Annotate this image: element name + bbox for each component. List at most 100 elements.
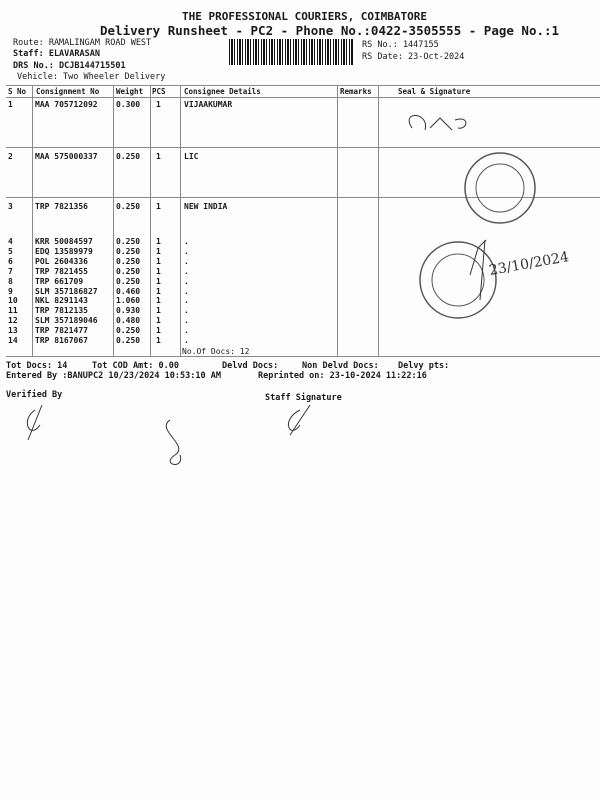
column-divider — [32, 85, 33, 356]
row-pcs: 1 — [156, 237, 161, 246]
row-consignee: . — [184, 256, 189, 266]
signature-row-3 — [469, 239, 487, 301]
row-consignment-no: TRP 8167067 — [35, 336, 88, 345]
row-sno: 1 — [8, 100, 13, 109]
row-sno: 8 — [8, 276, 13, 286]
verified-by-label: Verified By — [6, 390, 63, 400]
row-sno: 2 — [8, 152, 13, 161]
rs-date: RS Date: 23-Oct-2024 — [362, 52, 465, 62]
row-consignment-no: SLM 357189046 — [35, 316, 98, 326]
reprinted-on: Reprinted on: 23-10-2024 11:22:16 — [258, 371, 427, 381]
delivered-docs: Delvd Docs: — [222, 361, 279, 371]
staff-signature — [288, 404, 311, 436]
row-weight: 0.480 — [116, 316, 141, 326]
no-of-docs: No.Of Docs: 12 — [182, 347, 250, 356]
column-divider — [180, 85, 181, 356]
row-weight: 0.250 — [116, 336, 141, 345]
row-weight: 0.460 — [116, 286, 141, 296]
row-consignment-no: NKL 8291143 — [35, 296, 88, 306]
vehicle: Vehicle: Two Wheeler Delivery — [17, 72, 166, 82]
handwritten-date: 23/10/2024 — [488, 249, 570, 279]
column-divider — [337, 85, 338, 356]
column-header: S No — [8, 87, 27, 96]
row-consignee: . — [184, 276, 189, 286]
row-weight: 0.930 — [116, 306, 141, 316]
staff-signature-label: Staff Signature — [265, 393, 342, 403]
row-consignee: . — [184, 296, 189, 306]
row-sno: 6 — [8, 256, 13, 266]
row-consignment-no: MAA 575000337 — [35, 152, 98, 161]
row-weight: 0.250 — [116, 202, 141, 211]
row-sno: 13 — [8, 326, 18, 336]
row-weight: 0.250 — [116, 276, 141, 286]
column-divider — [150, 85, 151, 356]
row-consignment-no: SLM 357186827 — [35, 286, 98, 296]
row-weight: 1.060 — [116, 296, 141, 306]
row-consignment-no: TRP 661709 — [35, 276, 84, 286]
table-rule — [6, 147, 600, 148]
row-sno: 12 — [8, 316, 18, 326]
barcode — [229, 39, 353, 65]
table-rule — [6, 356, 600, 357]
column-header: PCS — [152, 87, 166, 96]
row-pcs: 1 — [156, 256, 161, 266]
row-consignment-no: EDQ 13589979 — [35, 246, 93, 256]
row-sno: 7 — [8, 266, 13, 276]
row-consignment-no: KRR 50084597 — [35, 237, 93, 246]
row-consignee: . — [184, 246, 189, 256]
signature-scribble — [165, 419, 182, 465]
column-header: Consignment No — [36, 87, 100, 96]
row-pcs: 1 — [156, 266, 161, 276]
column-header: Remarks — [340, 87, 372, 96]
row-consignment-no: POL 2604336 — [35, 256, 88, 266]
row-consignee: . — [184, 316, 189, 326]
row-sno: 3 — [8, 202, 13, 211]
company-name: THE PROFESSIONAL COURIERS, COIMBATORE — [182, 10, 428, 23]
row-consignment-no: TRP 7821455 — [35, 266, 88, 276]
rs-number: RS No.: 1447155 — [362, 40, 439, 50]
row-consignee: . — [184, 306, 189, 316]
non-delivered-docs: Non Delvd Docs: — [302, 361, 379, 371]
row-pcs: 1 — [156, 202, 161, 211]
row-consignee: . — [184, 266, 189, 276]
row-consignment-no: TRP 7821356 — [35, 202, 88, 211]
entered-by: Entered By :BANUPC2 10/23/2024 10:53:10 … — [6, 371, 221, 381]
row-weight: 0.250 — [116, 237, 141, 246]
total-docs: Tot Docs: 14 — [6, 361, 68, 371]
row-sno: 11 — [8, 306, 18, 316]
column-header: Weight — [116, 87, 144, 96]
row-pcs: 1 — [156, 152, 161, 161]
row-consignment-no: TRP 7812135 — [35, 306, 88, 316]
document-title: Delivery Runsheet - PC2 - Phone No.:0422… — [100, 23, 560, 38]
total-cod-amount: Tot COD Amt: 0.00 — [92, 361, 179, 371]
new-india-stamp — [419, 241, 497, 319]
table-rule — [6, 85, 600, 86]
column-header: Seal & Signature — [398, 87, 471, 96]
row-consignee: . — [184, 286, 189, 296]
row-pcs: 1 — [156, 276, 161, 286]
row-pcs: 1 — [156, 100, 161, 109]
row-pcs: 1 — [156, 336, 161, 345]
row-weight: 0.250 — [116, 246, 141, 256]
delivery-points: Delvy pts: — [398, 361, 450, 371]
row-weight: 0.250 — [116, 256, 141, 266]
row-consignment-no: TRP 7821477 — [35, 326, 88, 336]
row-sno: 4 — [8, 237, 13, 246]
row-consignee: NEW INDIA — [184, 202, 228, 211]
row-consignee: LIC — [184, 152, 199, 161]
row-pcs: 1 — [156, 296, 161, 306]
row-consignment-no: MAA 705712092 — [35, 100, 98, 109]
row-weight: 0.250 — [116, 152, 141, 161]
table-rule — [6, 197, 600, 198]
row-sno: 14 — [8, 336, 18, 345]
column-header: Consignee Details — [184, 87, 261, 96]
row-pcs: 1 — [156, 316, 161, 326]
column-divider — [378, 85, 379, 356]
lic-stamp — [464, 152, 536, 224]
table-rule — [6, 97, 600, 98]
staff: Staff: ELAVARASAN — [13, 49, 100, 59]
row-pcs: 1 — [156, 246, 161, 256]
drs-number: DRS No.: DCJB144715501 — [13, 61, 126, 71]
row-weight: 0.300 — [116, 100, 141, 109]
